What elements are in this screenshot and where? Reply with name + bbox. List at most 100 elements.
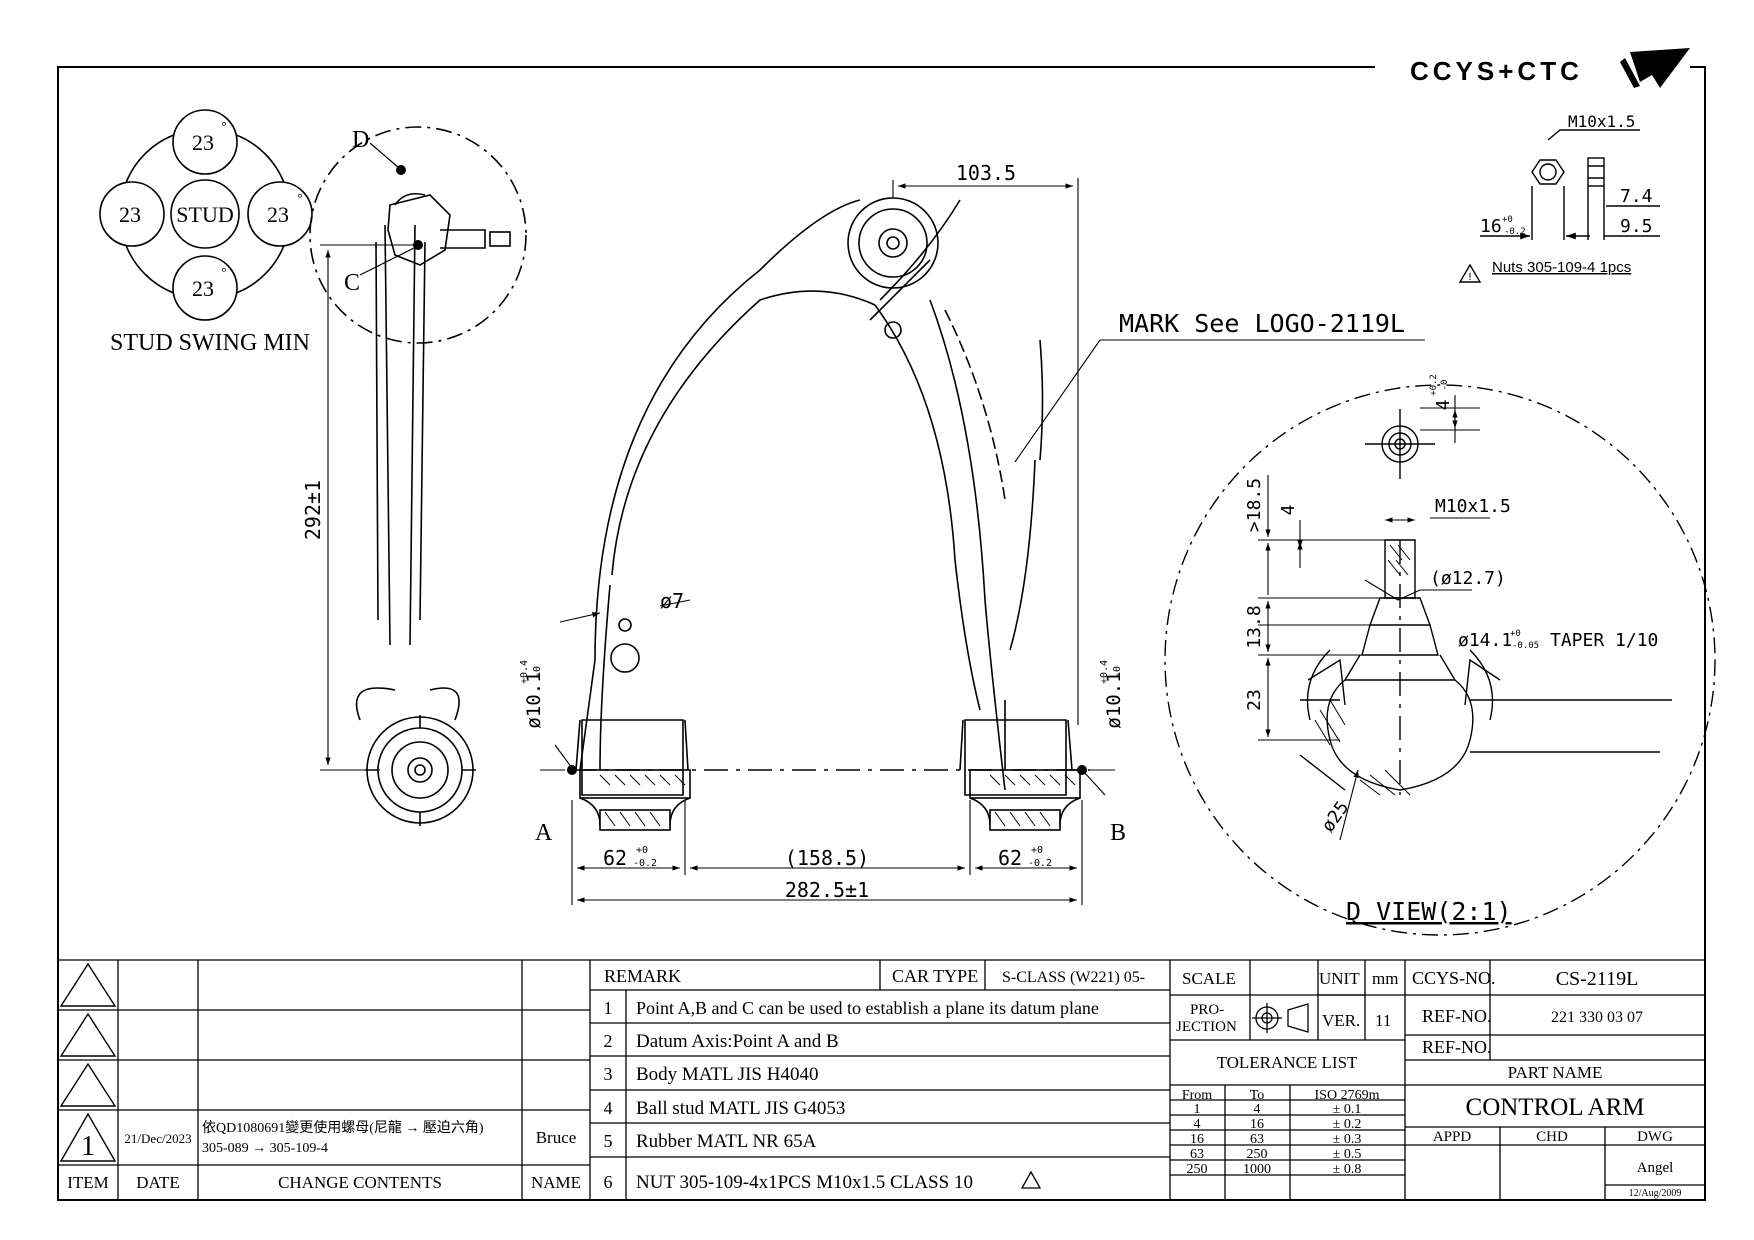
tol-row-5-iso: ± 0.8	[1333, 1162, 1362, 1177]
ccys-no-value: CS-2119L	[1556, 968, 1639, 990]
side-view-labels: D C	[344, 127, 369, 296]
label-d: D	[352, 127, 369, 153]
nut-detail	[1458, 129, 1660, 283]
d-view-circle	[1164, 384, 1716, 936]
angle-left: 23	[119, 202, 141, 227]
dim-282-5: 282.5±1	[785, 878, 869, 902]
dim-62-left-tol-lower: -0.2	[633, 858, 657, 869]
unit-label: UNIT	[1319, 969, 1360, 988]
degree-bottom: °	[221, 264, 226, 279]
d-view-dims	[1258, 395, 1490, 841]
tol-row-3-from: 16	[1190, 1132, 1204, 1147]
brand-logo: CCYS+CTC	[1410, 48, 1690, 88]
nut-note: Nuts 305-109-4 1pcs	[1492, 259, 1631, 276]
d-view-dim-25: ø25	[1318, 798, 1354, 837]
unit-value: mm	[1372, 969, 1398, 988]
header-change-contents: CHANGE CONTENTS	[278, 1173, 442, 1192]
dwg-name: Angel	[1637, 1160, 1674, 1176]
ver-value: 11	[1375, 1011, 1391, 1030]
scale-label: SCALE	[1182, 969, 1236, 988]
angle-bottom: 23	[192, 276, 214, 301]
d-view-dim-4: 4	[1278, 505, 1299, 516]
label-b: B	[1110, 820, 1126, 846]
small-hole	[884, 321, 902, 339]
dim-bush-left-tol-lower: -0	[532, 666, 543, 678]
remark-no-3: 3	[604, 1064, 613, 1084]
angle-circle-bottom	[172, 255, 238, 321]
nut-dim-16-tol-upper: +0	[1502, 215, 1513, 225]
dim-bush-right: ø10.1	[1103, 671, 1125, 728]
ver-label: VER.	[1322, 1011, 1360, 1030]
dim-62-left-tol-upper: +0	[636, 845, 648, 856]
d-view-taper: TAPER 1/10	[1550, 630, 1658, 651]
stud-circle	[170, 179, 240, 249]
projection-label-2: JECTION	[1176, 1019, 1237, 1035]
remark-text-6: NUT 305-109-4x1PCS M10x1.5 CLASS 10	[636, 1172, 973, 1193]
brand-logo-mark	[1620, 48, 1690, 88]
d-view	[1164, 384, 1716, 936]
front-view-labels: 103.5 ø7 62 +0 -0.2 (158.5) 62 +0 -0.2 2…	[603, 161, 1405, 902]
d-view-dim-18-5: >18.5	[1244, 478, 1265, 532]
dim-62-left: 62	[603, 846, 627, 870]
stud-swing-labels: STUD 23 23 23 23 ° ° ° STUD SWING MIN	[110, 118, 310, 356]
mark-note: MARK See LOGO-2119L	[1119, 309, 1405, 338]
d-view-dim-top-4: 4	[1433, 400, 1454, 411]
part-name-value: CONTROL ARM	[1466, 1094, 1645, 1121]
dim-62-right-tol-lower: -0.2	[1028, 858, 1052, 869]
side-bushing-outer	[366, 716, 474, 824]
front-view	[572, 197, 1090, 831]
appd-label: APPD	[1433, 1129, 1472, 1145]
tol-row-5-to: 1000	[1243, 1162, 1271, 1177]
point-labels: A B	[535, 820, 1126, 846]
remark-title: REMARK	[604, 966, 681, 986]
tol-header-to: To	[1250, 1088, 1265, 1103]
header-date: DATE	[136, 1173, 179, 1192]
header-name: NAME	[531, 1173, 581, 1192]
ccys-no-label: CCYS-NO.	[1412, 968, 1496, 988]
tol-row-3-to: 63	[1250, 1132, 1264, 1147]
nut-dim-9-5: 9.5	[1620, 216, 1653, 237]
tol-row-4-iso: ± 0.5	[1333, 1147, 1362, 1162]
rev-name: Bruce	[536, 1128, 577, 1147]
d-view-dim-top-4-tol-lower: -0	[1440, 380, 1450, 391]
side-view-dims	[320, 244, 415, 771]
dim-bush-left: ø10.1	[523, 671, 545, 728]
remark-no-6: 6	[604, 1172, 613, 1192]
bushing-hatch	[599, 774, 1076, 827]
degree-top: °	[221, 118, 226, 133]
rev-date: 21/Dec/2023	[124, 1131, 191, 1146]
remark-text-4: Ball stud MATL JIS G4053	[636, 1098, 845, 1119]
angle-circle-right	[247, 181, 313, 247]
stud-swing-diagram	[99, 109, 313, 321]
dim-bush-right-tol-upper: +0.4	[1099, 660, 1110, 684]
d-view-dim-14-1-tol-upper: +0	[1510, 629, 1521, 639]
ref-no-label-1: REF-NO.	[1422, 1006, 1492, 1026]
d-view-thread: M10x1.5	[1435, 496, 1511, 517]
dim-62-right-tol-upper: +0	[1031, 845, 1043, 856]
part-block: CCYS-NO. CS-2119L REF-NO. 221 330 03 07 …	[1412, 968, 1681, 1199]
header-item: ITEM	[67, 1173, 109, 1192]
warning-icon	[1020, 1170, 1042, 1189]
nut-dim-16: 16	[1480, 216, 1502, 237]
tol-row-1-iso: ± 0.1	[1333, 1102, 1362, 1117]
dim-bush-right-tol-lower: -0	[1112, 666, 1123, 678]
tol-row-3-iso: ± 0.3	[1333, 1132, 1362, 1147]
tol-header-from: From	[1182, 1088, 1212, 1103]
tol-row-2-iso: ± 0.2	[1333, 1117, 1362, 1132]
car-type-label: CAR TYPE	[892, 966, 978, 986]
remark-no-5: 5	[604, 1131, 613, 1151]
spec-table: SCALE UNIT mm PRO- JECTION VER. 11 TOLER…	[1176, 969, 1398, 1177]
nut-dim-7-4: 7.4	[1620, 186, 1653, 207]
tol-row-1-to: 4	[1254, 1102, 1261, 1117]
rev-content-line2: 305-089 → 305-109-4	[202, 1141, 328, 1156]
ref-no-label-2: REF-NO.	[1422, 1037, 1492, 1057]
tol-row-2-from: 4	[1194, 1117, 1201, 1132]
angle-right: 23	[267, 202, 289, 227]
hole-d7	[610, 643, 640, 673]
angle-top: 23	[192, 130, 214, 155]
projection-label-1: PRO-	[1190, 1002, 1224, 1018]
tol-header-iso: ISO 2769m	[1315, 1088, 1380, 1103]
remark-no-2: 2	[604, 1031, 613, 1051]
remark-text-3: Body MATL JIS H4040	[636, 1064, 818, 1085]
